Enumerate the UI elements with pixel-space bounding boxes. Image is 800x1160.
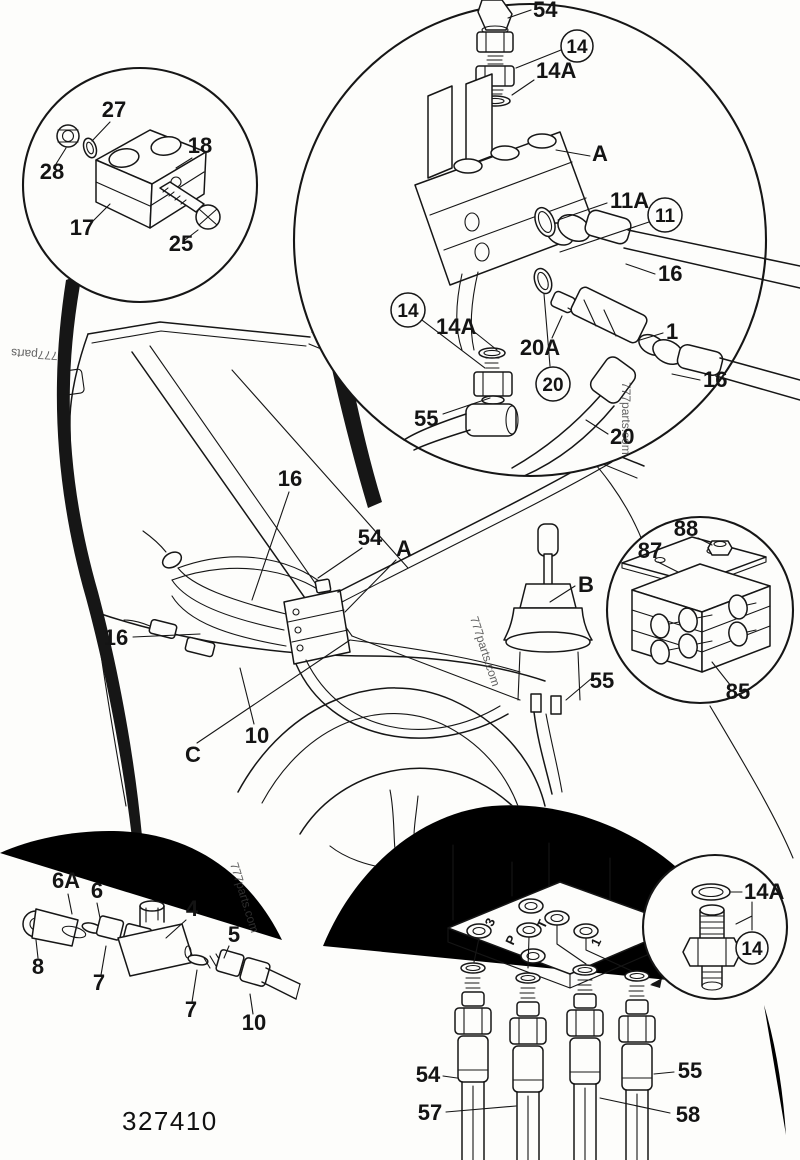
detail-clamp-bubble: 27 28 18 17 25 [21,66,259,304]
callout-28: 28 [40,159,64,184]
valve-block-a-machine [283,578,351,665]
svg-text:11: 11 [655,206,676,227]
callout-7a: 7 [93,970,105,995]
callout-87: 87 [638,538,662,563]
callout-a-valve: A [592,141,608,166]
valve-tower [427,85,453,179]
callout-54-manifold: 54 [416,1062,441,1087]
callout-6a: 6A [52,868,80,893]
detail-manifold-bubble: 3 P T 1 [323,805,786,1160]
joystick-console [503,523,593,795]
callout-10-machine: 10 [245,723,269,748]
callout-6: 6 [91,878,103,903]
watermark: 777parts [11,346,59,363]
callout-c-machine: C [185,742,201,767]
callout-14a-detail: 14A [744,879,784,904]
manifold-fitting-column [566,964,604,1160]
union-1 [570,286,648,344]
callout-16-upper: 16 [658,261,682,286]
callout-11a: 11A [610,188,649,213]
o-ring-11a [534,206,556,238]
callout-1: 1 [666,319,678,344]
fitting-5 [203,949,245,977]
callout-20-hose: 20 [610,424,634,449]
callout-5: 5 [228,922,240,947]
svg-text:14: 14 [566,37,588,58]
callout-7b: 7 [185,997,197,1022]
svg-text:20: 20 [542,375,563,396]
spool1-hose16 [546,209,800,289]
washer-7b [187,954,209,966]
o-ring-14a-mid [478,347,506,359]
manifold-fitting-column [618,970,656,1160]
callout-55-machine: 55 [590,668,614,693]
callout-10-tee: 10 [242,1010,266,1035]
block-85 [631,563,771,673]
callout-14a-top: 14A [536,58,576,83]
callout-20a: 20A [520,335,560,360]
valve-cap [527,133,557,149]
callout-58: 58 [676,1102,700,1127]
o-ring-14a-detail [691,883,731,901]
callout-25: 25 [169,231,193,256]
arrow-head [650,978,662,988]
detail-tee-bubble: 6A 6 8 7 4 5 7 10 777parts.com [0,831,301,1035]
valve-cap [490,145,520,161]
detail-circle-adapter [641,853,789,1001]
callout-54-machine: 54 [358,525,383,550]
nut-88 [707,540,733,556]
callout-17: 17 [70,215,94,240]
nut-6a [95,915,125,941]
callout-18: 18 [188,133,212,158]
valve-tower [465,73,493,167]
valve-cap [453,158,483,174]
manifold-plate: 3 P T 1 [447,881,683,989]
callout-circle-14-mid [390,292,426,328]
callout-4: 4 [186,896,199,921]
cab-pillar-left [56,274,142,838]
tee-block-4 [117,900,195,977]
callout-55-manifold: 55 [678,1058,702,1083]
bolt-25 [159,181,221,230]
callout-circle-20 [535,366,571,402]
nut-28 [56,124,80,148]
manifold-fitting-column [454,962,492,1160]
hose-10 [239,957,301,1000]
detail-arc-tee [0,831,282,940]
callout-8: 8 [32,954,44,979]
svg-text:14: 14 [397,301,419,322]
watermark: 777parts.com [619,382,633,455]
callout-27: 27 [102,97,126,122]
callout-85: 85 [726,679,750,704]
spool2-chain [511,267,800,477]
elbow-55 [465,403,517,437]
callout-16-left: 16 [104,625,128,650]
detail-block-bubble: 88 87 85 [605,515,795,705]
callout-circle-14-top [560,29,594,63]
svg-text:14: 14 [741,939,763,960]
callout-16-lower: 16 [703,367,727,392]
callout-circle-11 [647,197,683,233]
callout-a-machine: A [396,536,412,561]
watermark: 777parts.com [467,615,503,688]
callout-circle-14-bottom [735,931,769,965]
spool3-elbow55 [403,271,519,451]
callout-88: 88 [674,516,698,541]
adapter-fitting [682,904,742,991]
callout-55-valve: 55 [414,406,438,431]
callout-16-top: 16 [278,466,302,491]
detail-adapter-bubble: 14A 14 [641,853,789,1001]
callout-14a-mid: 14A [436,314,476,339]
manifold-fitting-column [509,972,547,1160]
callout-57: 57 [418,1100,442,1125]
callout-54-valve: 54 [533,0,558,22]
elbow-8 [22,908,87,947]
callout-b-machine: B [578,572,594,597]
detail-valve-bubble: 54 14 14A A 11A 11 16 1 16 20A 20 14 14A… [292,0,800,478]
part-number: 327410 [122,1106,218,1136]
